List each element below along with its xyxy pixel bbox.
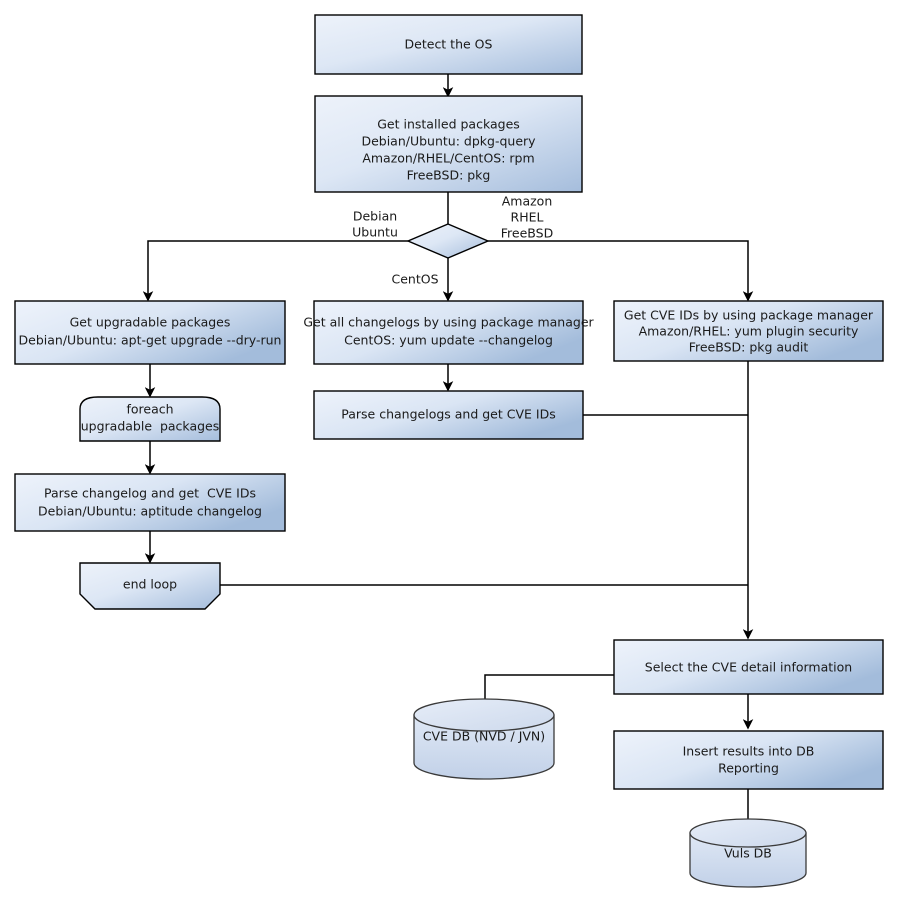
node-os-decision[interactable] [406, 223, 490, 259]
node-get-all-changelogs-line-1: CentOS: yum update --changelog [344, 333, 553, 348]
node-detect-os[interactable]: Detect the OS [314, 14, 583, 75]
node-end-loop-line-0: end loop [123, 577, 177, 592]
node-foreach-loop-start[interactable]: foreach upgradable packages [79, 396, 221, 442]
node-detect-os-line-0: Detect the OS [405, 37, 493, 52]
node-insert-results-line-1: Reporting [718, 761, 779, 776]
node-get-installed-packages-line-1: Debian/Ubuntu: dpkg-query [361, 134, 536, 149]
edge-label-debian-ubuntu: Debian Ubuntu [352, 209, 398, 240]
node-get-cve-ids-pkg-manager-line-0: Get CVE IDs by using package manager [624, 308, 874, 323]
node-end-loop[interactable]: end loop [79, 562, 221, 610]
node-vuls-db-label: Vuls DB [724, 846, 772, 861]
edge-label-amazon-rhel-freebsd-line-1: RHEL [511, 210, 544, 225]
node-parse-changelogs-cve-line-0: Parse changelogs and get CVE IDs [341, 407, 555, 422]
node-get-all-changelogs-line-0: Get all changelogs by using package mana… [303, 315, 594, 330]
node-get-installed-packages-line-3: FreeBSD: pkg [407, 168, 491, 183]
node-foreach-loop-start-line-0: foreach [126, 402, 173, 417]
node-get-all-changelogs[interactable]: Get all changelogs by using package mana… [303, 300, 595, 365]
node-parse-changelog-cve-line-0: Parse changelog and get CVE IDs [44, 486, 256, 501]
node-cve-db[interactable]: CVE DB (NVD / JVN) [413, 698, 555, 780]
node-insert-results-line-0: Insert results into DB [683, 744, 815, 759]
node-foreach-loop-start-line-1: upgradable packages [81, 419, 220, 434]
node-get-installed-packages-line-0: Get installed packages [377, 117, 520, 132]
edge-decision-left-branch [142, 240, 408, 302]
node-parse-changelogs-cve[interactable]: Parse changelogs and get CVE IDs [313, 390, 584, 440]
node-get-installed-packages[interactable]: Get installed packages Debian/Ubuntu: dp… [314, 95, 583, 193]
edge-label-amazon-rhel-freebsd-line-0: Amazon [502, 194, 553, 209]
node-vuls-db[interactable]: Vuls DB [689, 818, 807, 888]
edge-label-debian-ubuntu-line-1: Ubuntu [352, 225, 398, 240]
edge-label-debian-ubuntu-line-0: Debian [353, 209, 397, 224]
node-get-cve-ids-pkg-manager[interactable]: Get CVE IDs by using package manager Ama… [613, 300, 884, 362]
node-parse-changelog-cve-line-1: Debian/Ubuntu: aptitude changelog [38, 504, 262, 519]
node-select-cve-detail-line-0: Select the CVE detail information [645, 660, 852, 675]
node-parse-changelog-cve[interactable]: Parse changelog and get CVE IDs Debian/U… [14, 473, 286, 532]
edge-label-centos-line-0: CentOS [391, 272, 438, 287]
edge-label-centos: CentOS [391, 272, 438, 287]
node-get-upgradable-packages[interactable]: Get upgradable packages Debian/Ubuntu: a… [14, 300, 286, 365]
node-get-upgradable-packages-line-0: Get upgradable packages [70, 315, 231, 330]
node-get-cve-ids-pkg-manager-line-2: FreeBSD: pkg audit [689, 340, 809, 355]
edge-label-amazon-rhel-freebsd: Amazon RHEL FreeBSD [501, 194, 553, 241]
node-get-upgradable-packages-line-1: Debian/Ubuntu: apt-get upgrade --dry-run [19, 333, 282, 348]
node-cve-db-label: CVE DB (NVD / JVN) [423, 729, 545, 744]
node-select-cve-detail[interactable]: Select the CVE detail information [613, 639, 884, 695]
node-insert-results[interactable]: Insert results into DB Reporting [613, 730, 884, 790]
node-get-installed-packages-line-2: Amazon/RHEL/CentOS: rpm [362, 151, 534, 166]
node-get-cve-ids-pkg-manager-line-1: Amazon/RHEL: yum plugin security [639, 324, 859, 339]
edge-label-amazon-rhel-freebsd-line-2: FreeBSD [501, 226, 553, 241]
edge-decision-right-branch [488, 240, 754, 302]
